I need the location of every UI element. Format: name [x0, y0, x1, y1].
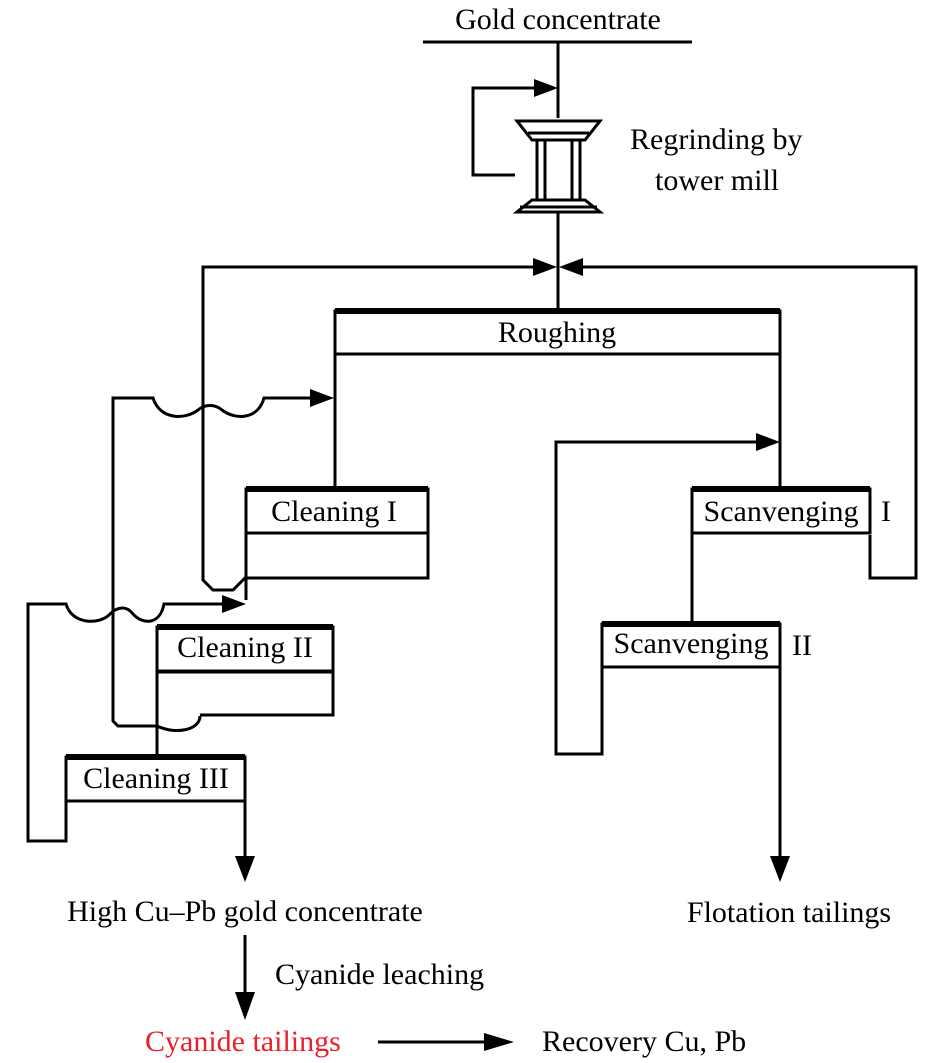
cleaner2-tails-return-line: [111, 396, 335, 732]
flotation-tailings-arrowhead: [770, 856, 790, 882]
cyanide-tailings-label: Cyanide tailings: [145, 1025, 341, 1058]
regrind-recycle-line: [471, 86, 536, 177]
scavenging-1-cell: [690, 486, 872, 624]
scavenging-1-number: I: [881, 495, 891, 528]
cleaning-3-label: Cleaning III: [83, 762, 229, 795]
leaching-arrowhead: [235, 992, 255, 1020]
roughing-cell: [333, 308, 782, 356]
cleaner2-return-arrowhead: [310, 389, 334, 407]
leaching-step-label: Cyanide leaching: [275, 958, 484, 991]
scavenger1-return-line: [581, 265, 918, 580]
feed-label: Gold concentrate: [455, 3, 661, 36]
concentrate-product-label: High Cu–Pb gold concentrate: [67, 895, 423, 928]
final-concentrate-arrowhead: [235, 856, 255, 882]
cleaning-1-label: Cleaning I: [271, 495, 397, 528]
scavenging-1-label: Scanvenging: [704, 495, 859, 528]
cleaning-3-cell: [64, 754, 247, 803]
cleaner1-tails-return-line: [201, 265, 536, 592]
scavenging-2-cell: [600, 621, 782, 669]
recovery-arrowhead: [484, 1033, 514, 1051]
scavenger1-return-arrowhead: [559, 258, 583, 276]
regrinding-label-line1: Regrinding by: [630, 123, 803, 156]
cleaning-2-cell: [155, 624, 335, 757]
tower-mill-icon: [512, 119, 605, 214]
cleaner3-return-arrowhead: [222, 595, 246, 613]
regrinding-label-line2: tower mill: [655, 164, 779, 197]
roughing-label: Roughing: [498, 316, 616, 349]
scavenging-2-label: Scanvenging: [614, 627, 769, 660]
regrind-recycle-arrowhead: [534, 79, 558, 97]
scavenger2-conc-return-line: [554, 440, 756, 756]
recovery-label: Recovery Cu, Pb: [542, 1025, 746, 1058]
cleaner3-tails-return-line: [26, 602, 222, 843]
cleaning-1-cell: [244, 486, 430, 600]
cleaning-2-label: Cleaning II: [177, 631, 313, 664]
cleaner1-return-arrowhead: [533, 258, 557, 276]
scavenger2-return-arrowhead: [756, 433, 780, 451]
scavenging-2-number: II: [792, 629, 812, 662]
tailings-product-label: Flotation tailings: [687, 896, 891, 929]
